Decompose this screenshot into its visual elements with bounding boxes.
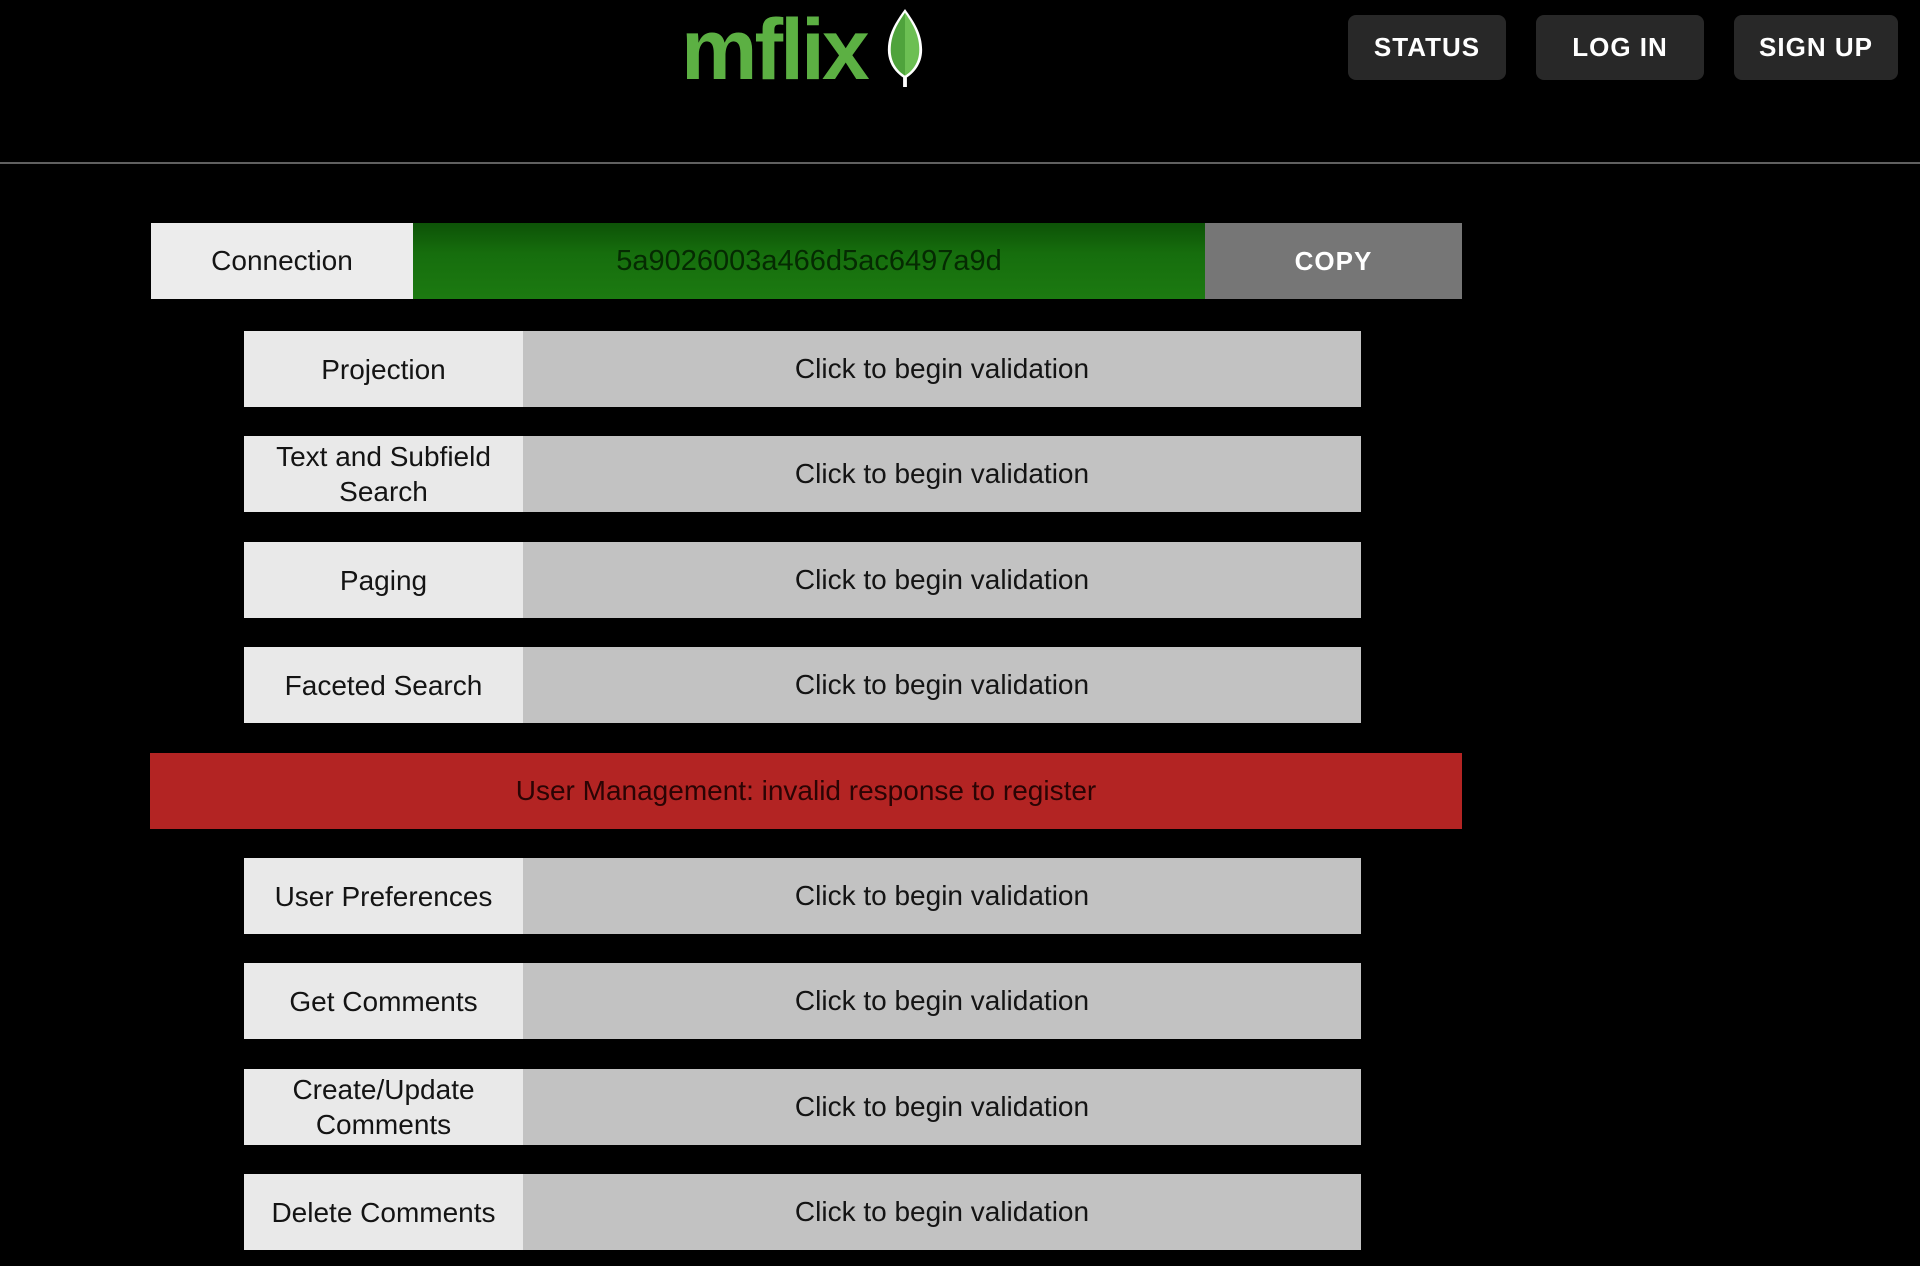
validation-label: Faceted Search <box>244 647 523 723</box>
mflix-logo-text: mflix <box>681 2 870 98</box>
header: mflix STATUS LOG IN SIGN UP <box>0 0 1920 164</box>
validation-status-button[interactable]: Click to begin validation <box>523 436 1361 512</box>
mflix-logo[interactable]: mflix <box>681 0 927 100</box>
validation-label: Create/Update Comments <box>244 1069 523 1145</box>
connection-id-value: 5a9026003a466d5ac6497a9d <box>413 223 1205 299</box>
user-management-error-banner[interactable]: User Management: invalid response to reg… <box>150 753 1462 829</box>
signup-button[interactable]: SIGN UP <box>1734 15 1898 80</box>
mongodb-leaf-icon <box>887 8 922 88</box>
validation-label: Text and Subfield Search <box>244 436 523 512</box>
login-button[interactable]: LOG IN <box>1536 15 1704 80</box>
validation-label: Projection <box>244 331 523 407</box>
connection-label: Connection <box>151 223 413 299</box>
validation-row-projection: Projection Click to begin validation <box>244 331 1361 407</box>
validation-row-delete-comments: Delete Comments Click to begin validatio… <box>244 1174 1361 1250</box>
validation-status-button[interactable]: Click to begin validation <box>523 858 1361 934</box>
validation-status-button[interactable]: Click to begin validation <box>523 542 1361 618</box>
validation-status-button[interactable]: Click to begin validation <box>523 1069 1361 1145</box>
validation-row-faceted-search: Faceted Search Click to begin validation <box>244 647 1361 723</box>
validation-status-button[interactable]: Click to begin validation <box>523 963 1361 1039</box>
validation-row-paging: Paging Click to begin validation <box>244 542 1361 618</box>
validation-label: Delete Comments <box>244 1174 523 1250</box>
validation-status-button[interactable]: Click to begin validation <box>523 1174 1361 1250</box>
validation-label: Paging <box>244 542 523 618</box>
validation-row-text-subfield-search: Text and Subfield Search Click to begin … <box>244 436 1361 512</box>
status-button[interactable]: STATUS <box>1348 15 1506 80</box>
validation-label: Get Comments <box>244 963 523 1039</box>
connection-row: Connection 5a9026003a466d5ac6497a9d COPY <box>151 223 1462 299</box>
validation-status-button[interactable]: Click to begin validation <box>523 331 1361 407</box>
validation-row-user-preferences: User Preferences Click to begin validati… <box>244 858 1361 934</box>
validation-label: User Preferences <box>244 858 523 934</box>
validation-status-button[interactable]: Click to begin validation <box>523 647 1361 723</box>
copy-button[interactable]: COPY <box>1205 223 1462 299</box>
validation-row-get-comments: Get Comments Click to begin validation <box>244 963 1361 1039</box>
validation-row-create-update-comments: Create/Update Comments Click to begin va… <box>244 1069 1361 1145</box>
